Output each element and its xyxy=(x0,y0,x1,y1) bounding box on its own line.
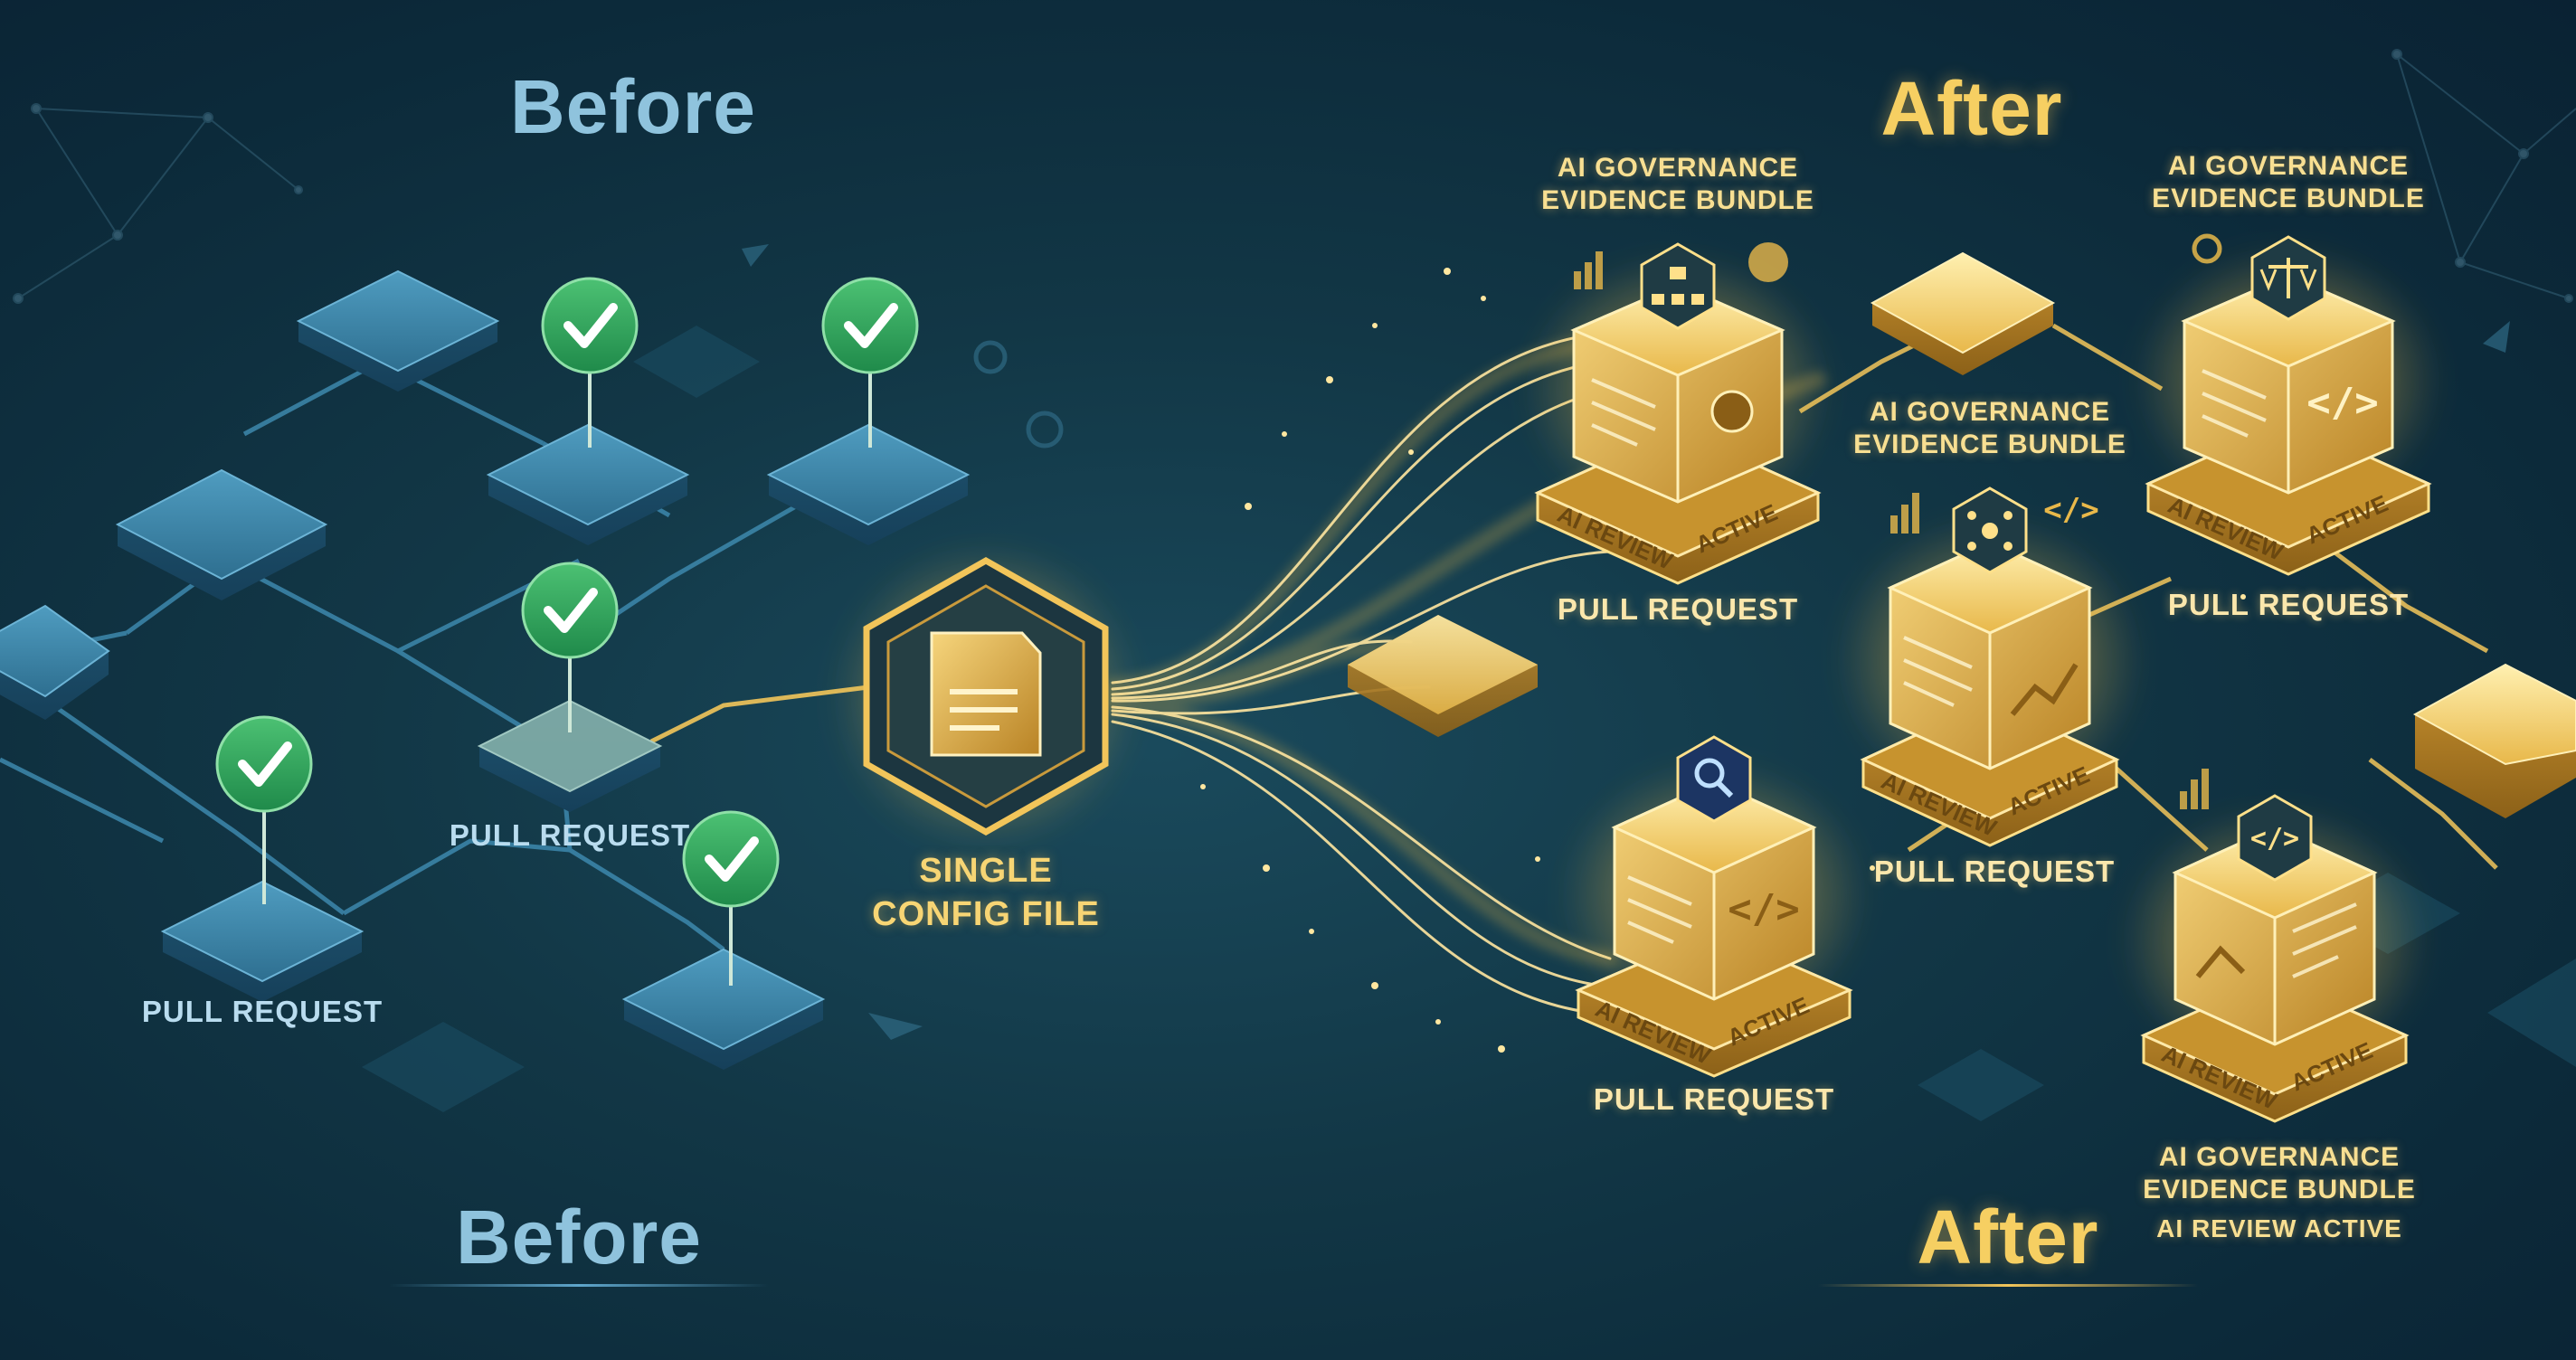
gov-label-a: AI GOVERNANCE EVIDENCE BUNDLE xyxy=(1529,152,1827,217)
gov-label-c: AI GOVERNANCE EVIDENCE BUNDLE xyxy=(1841,396,2139,461)
before-tile-edge xyxy=(0,604,110,720)
code-icon: </> xyxy=(2306,380,2378,426)
check-icon xyxy=(238,741,292,787)
before-tile-pull-request-left xyxy=(160,880,365,1002)
gov-b-line1: AI GOVERNANCE xyxy=(2167,151,2410,181)
before-tile-left xyxy=(115,468,328,600)
background-ornaments xyxy=(742,244,2510,1040)
after-pr-label-b: PULL REQUEST xyxy=(2167,588,2410,621)
gov-e-line2: EVIDENCE BUNDLE xyxy=(2143,1175,2416,1204)
golden-streams xyxy=(1104,333,1826,1015)
before-tile-checked-1 xyxy=(486,423,690,545)
search-icon xyxy=(1676,735,1752,823)
before-tile-pull-request-mid xyxy=(477,699,663,812)
after-title-bottom: After xyxy=(1917,1195,2099,1280)
trend-icon xyxy=(2010,663,2079,716)
gov-a-line2: EVIDENCE BUNDLE xyxy=(1541,185,1814,215)
svg-text:</>: </> xyxy=(2043,492,2098,528)
gov-b-line2: EVIDENCE BUNDLE xyxy=(2152,184,2425,213)
check-pin-2 xyxy=(821,277,919,448)
bundle-a xyxy=(1524,242,1832,585)
config-label-line-2: CONFIG FILE xyxy=(872,894,1100,933)
pie-chart-icon xyxy=(1710,390,1754,433)
config-file-label: SINGLE CONFIG FILE xyxy=(841,850,1131,936)
before-tile-checked-2 xyxy=(766,423,971,545)
before-underline xyxy=(389,1284,769,1287)
check-icon xyxy=(544,588,598,633)
check-pin-5 xyxy=(682,810,780,986)
bar-chart-icon xyxy=(1890,493,1919,534)
check-pin-3 xyxy=(521,562,619,732)
gear-icon xyxy=(2192,233,2222,264)
config-input-line xyxy=(649,685,869,744)
gov-e-line1: AI GOVERNANCE xyxy=(2158,1142,2401,1172)
config-file-node xyxy=(832,543,1140,850)
before-tile-top xyxy=(296,269,500,392)
svg-text:</>: </> xyxy=(1728,886,1799,932)
bundle-b: </> xyxy=(2135,233,2442,576)
svg-text:</>: </> xyxy=(2306,380,2378,426)
network-icon xyxy=(1952,486,2028,574)
bar-chart-icon xyxy=(2180,769,2209,809)
gov-c-line2: EVIDENCE BUNDLE xyxy=(1853,430,2126,459)
document-icon xyxy=(930,631,1042,757)
gov-e-line3: AI REVIEW ACTIVE xyxy=(2156,1214,2402,1242)
pie-chart-icon xyxy=(1748,242,1788,282)
gov-label-b: AI GOVERNANCE EVIDENCE BUNDLE xyxy=(2139,150,2438,215)
check-icon xyxy=(844,303,898,348)
svg-text:</>: </> xyxy=(2250,823,2299,855)
check-icon xyxy=(705,836,759,882)
share-icon xyxy=(2195,945,2246,978)
org-chart-icon xyxy=(1640,242,1716,330)
after-pr-label-a: PULL REQUEST xyxy=(1557,592,1799,626)
gov-c-line1: AI GOVERNANCE xyxy=(1869,397,2111,427)
check-pin-4 xyxy=(215,715,313,904)
code-icon: </> xyxy=(2043,492,2098,528)
code-icon: </> xyxy=(2237,794,2313,882)
after-tile-top-plain xyxy=(1870,251,2056,375)
background-network xyxy=(13,49,2576,304)
before-title-top: Before xyxy=(509,64,757,149)
before-tile-bottom xyxy=(621,948,826,1070)
bundle-e: </> xyxy=(2121,769,2429,1123)
before-pr-label-mid: PULL REQUEST xyxy=(449,818,691,852)
check-pin-1 xyxy=(541,277,639,448)
after-pr-label-d: PULL REQUEST xyxy=(1593,1082,1835,1116)
gov-a-line1: AI GOVERNANCE xyxy=(1557,153,1799,183)
bundle-d: </> xyxy=(1560,735,1868,1078)
code-icon: </> xyxy=(1728,886,1799,932)
gov-label-e: AI GOVERNANCE EVIDENCE BUNDLE AI REVIEW … xyxy=(2130,1141,2429,1244)
after-title-top: After xyxy=(1880,66,2063,151)
sparkles xyxy=(1200,268,2246,1053)
before-title-bottom: Before xyxy=(455,1195,703,1280)
scale-icon xyxy=(2250,235,2326,321)
after-underline xyxy=(1818,1284,2198,1287)
after-pr-label-c: PULL REQUEST xyxy=(1873,855,2116,888)
after-tile-right-plain xyxy=(2412,663,2576,818)
after-tile-mid-plain xyxy=(1348,615,1538,737)
before-pr-label-left: PULL REQUEST xyxy=(141,995,384,1028)
bundle-c: </> xyxy=(1836,486,2144,847)
config-label-line-1: SINGLE xyxy=(919,852,1053,890)
check-icon xyxy=(564,303,618,348)
bar-chart-icon xyxy=(1574,251,1603,289)
